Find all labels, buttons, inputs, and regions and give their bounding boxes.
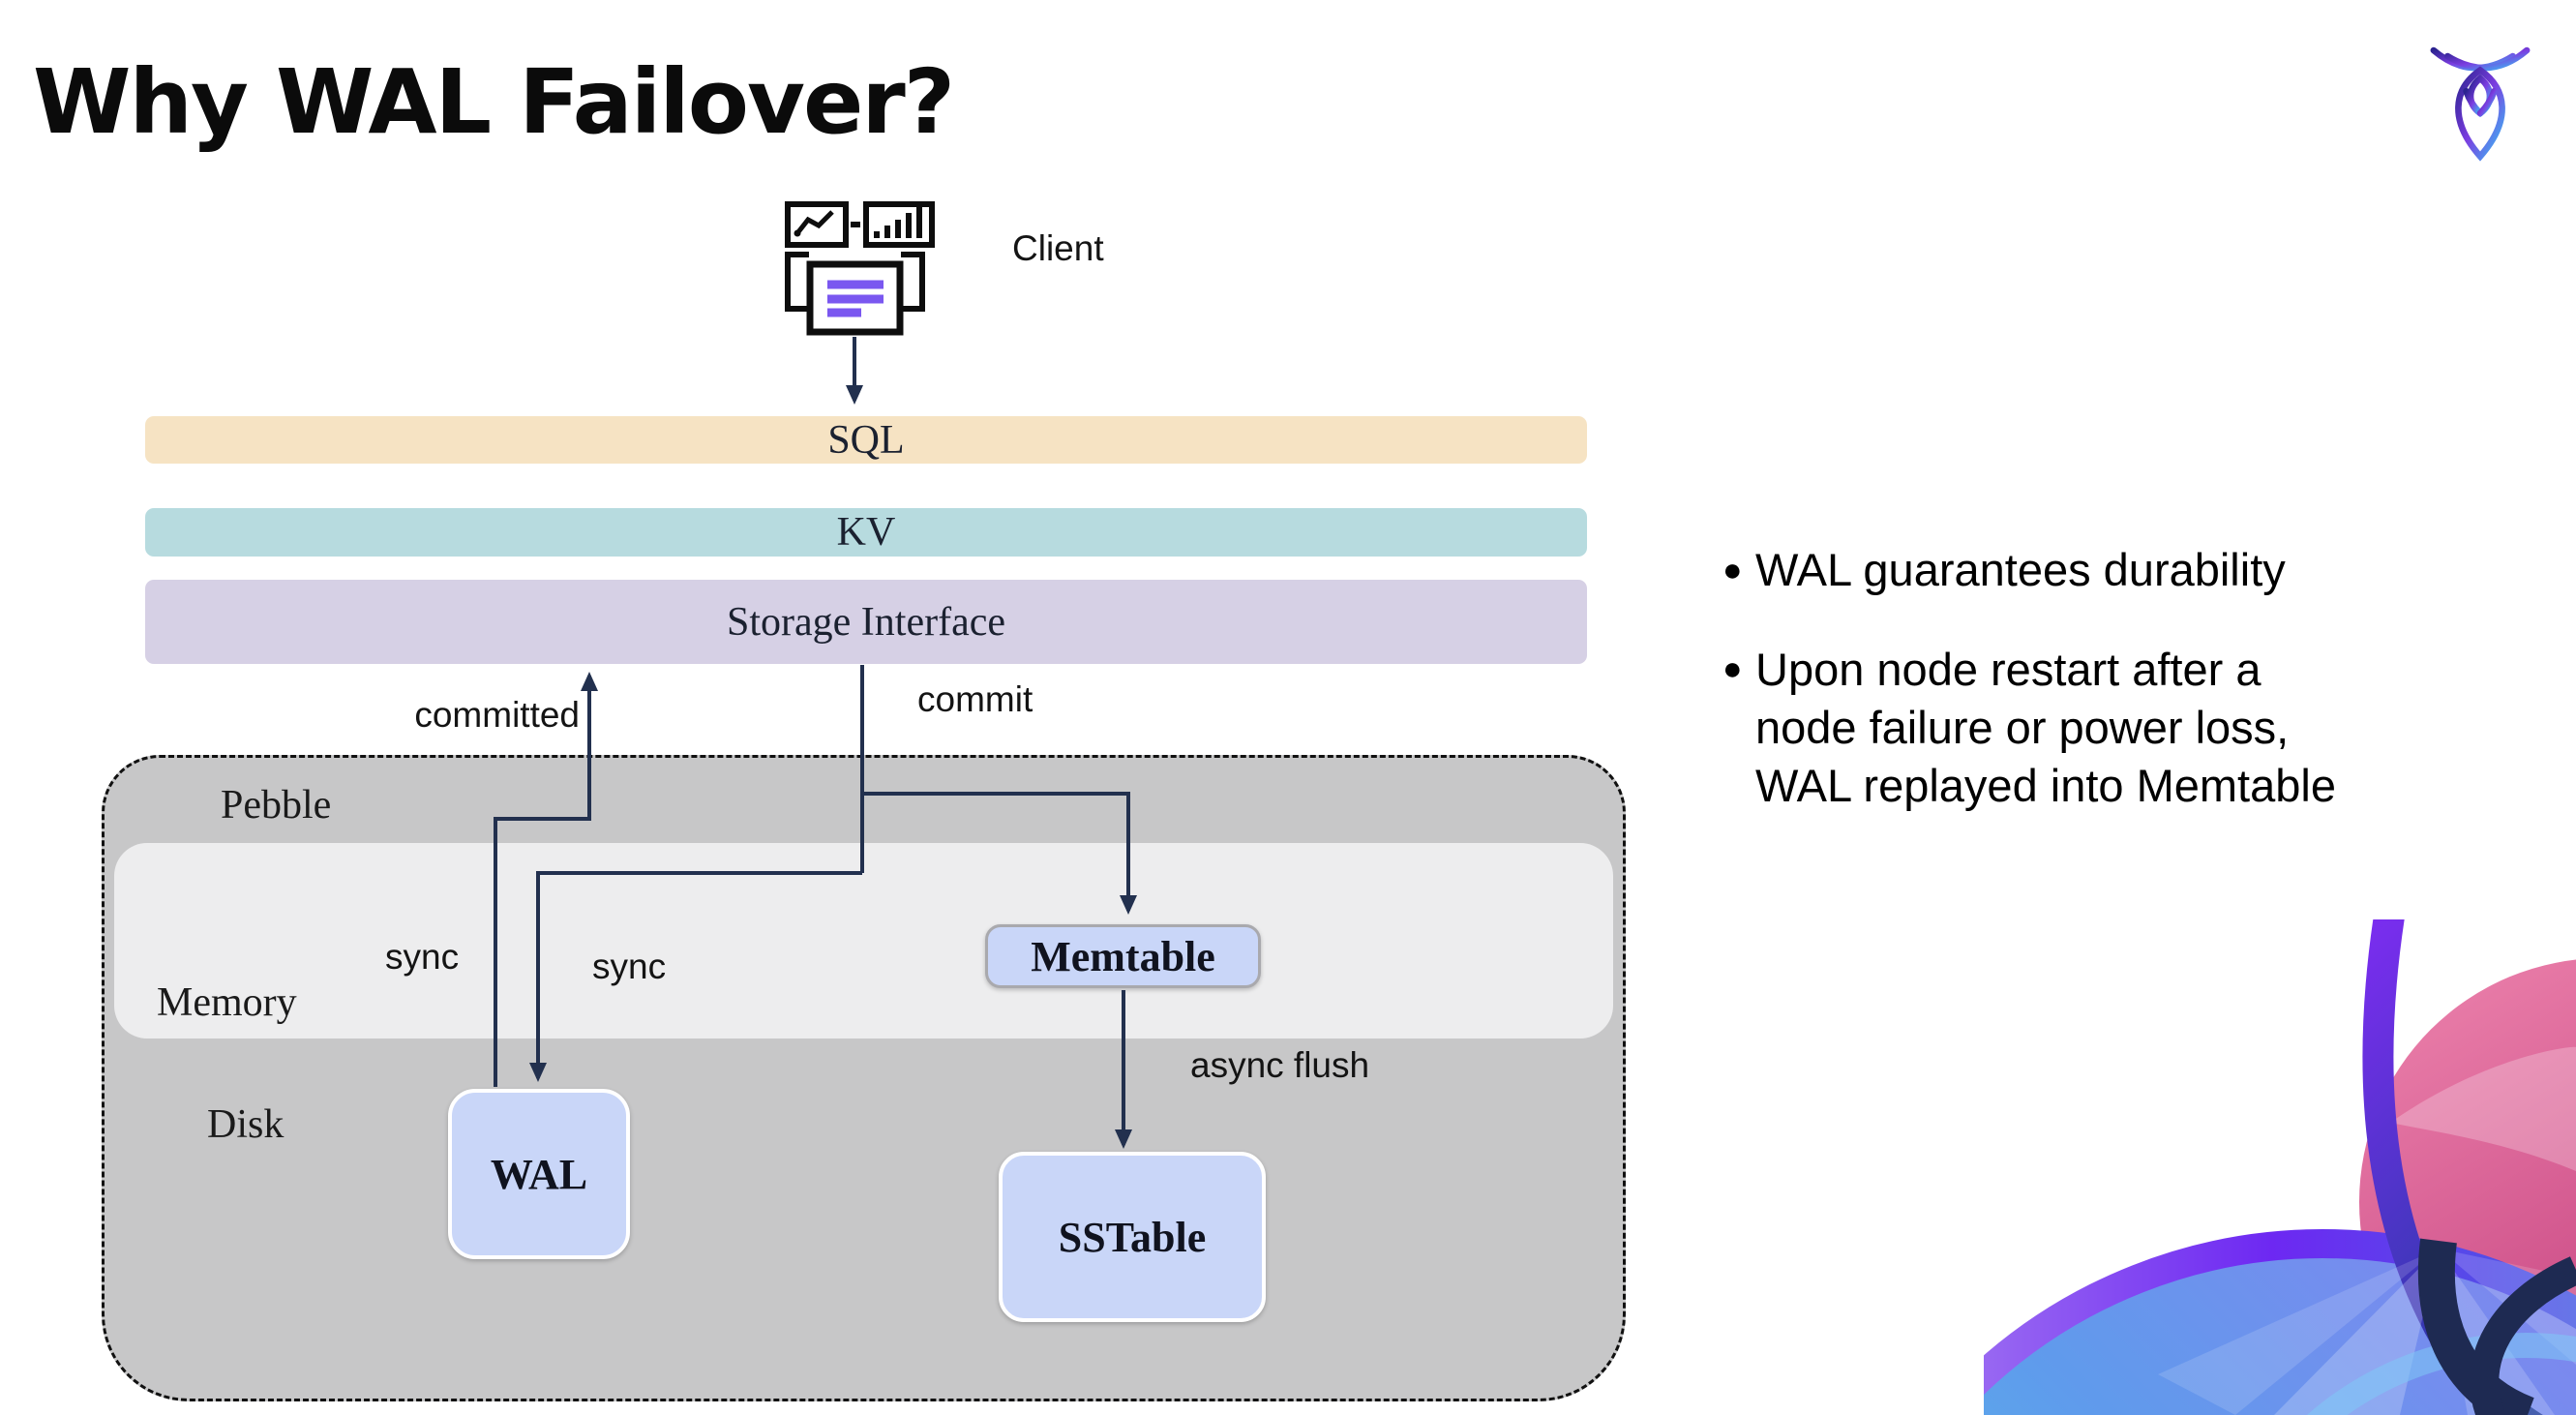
document-icon (806, 260, 904, 336)
wal-label: WAL (490, 1150, 588, 1198)
layer-sql: SQL (145, 416, 1587, 464)
corner-art-rim-arc (1984, 1229, 2576, 1396)
logo-body (2455, 66, 2505, 162)
bullet-item: ● Upon node restart after a node failure… (1701, 641, 2553, 815)
corner-art (1984, 919, 2576, 1415)
cockroachdb-logo (2430, 46, 2531, 162)
sync-right-label: sync (592, 947, 667, 986)
layer-storage-interface-label: Storage Interface (727, 599, 1005, 645)
sstable-label: SSTable (1058, 1213, 1207, 1261)
bracket-left (785, 252, 809, 312)
bullet-dot: ● (1722, 650, 1743, 687)
commit-label: commit (917, 679, 1033, 719)
bullet-item: ● WAL guarantees durability (1701, 542, 2553, 598)
bullet-list: ● WAL guarantees durability ● Upon node … (1701, 542, 2553, 815)
sstable-node: SSTable (999, 1152, 1266, 1322)
layer-kv: KV (145, 508, 1587, 557)
memory-label: Memory (157, 980, 297, 1025)
disk-label: Disk (207, 1102, 285, 1147)
client-label: Client (1012, 228, 1104, 268)
page-title: Why WAL Failover? (33, 50, 955, 154)
layer-kv-label: KV (836, 510, 896, 555)
sync-left-label: sync (385, 937, 460, 977)
committed-label: committed (414, 695, 580, 735)
memory-strip (114, 843, 1613, 1039)
bullet-text: Upon node restart after a node failure o… (1755, 644, 2336, 811)
client-icon (785, 201, 935, 336)
bullet-dot: ● (1722, 552, 1743, 588)
logo-antenna-right (2443, 46, 2531, 72)
async-flush-label: async flush (1190, 1045, 1370, 1085)
pebble-label: Pebble (221, 783, 332, 828)
memtable-node: Memtable (985, 924, 1261, 988)
wal-node: WAL (448, 1089, 630, 1259)
memtable-label: Memtable (1031, 932, 1215, 980)
layer-storage-interface: Storage Interface (145, 580, 1587, 664)
layer-sql-label: SQL (827, 417, 905, 463)
bullet-text: WAL guarantees durability (1755, 544, 2286, 595)
corner-art-dark-stroke (2417, 1238, 2535, 1415)
bracket-right (901, 252, 925, 312)
